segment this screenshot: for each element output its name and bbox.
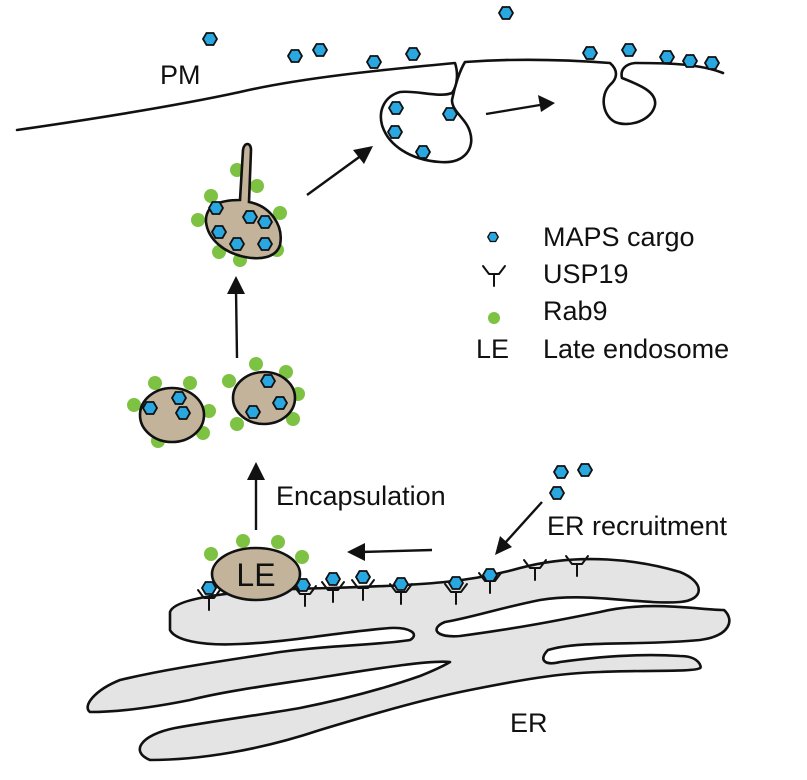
- usp19-y-icon: [482, 265, 506, 287]
- cargo-hexagon-icon: [621, 43, 637, 57]
- rab9-dot-icon: [236, 534, 250, 548]
- late-endosome: LE: [204, 534, 309, 602]
- cargo-hexagon-icon: [175, 406, 191, 420]
- rab9-dot-icon: [204, 547, 218, 561]
- le-text-icon: LE: [476, 334, 509, 364]
- rab9-dot-icon: [183, 376, 197, 390]
- rab9-dot-icon: [279, 365, 293, 379]
- legend-label: MAPS cargo: [543, 222, 695, 252]
- cargo-hexagon-icon: [260, 374, 276, 388]
- pm-cargo: [202, 6, 720, 159]
- flow-arrows: [227, 95, 555, 561]
- legend-item-maps-cargo: MAPS cargo: [487, 222, 695, 252]
- cargo-hexagon-icon: [211, 225, 227, 239]
- rab9-dot-icon: [250, 179, 264, 193]
- legend-item-late-endosome: LE Late endosome: [476, 334, 729, 364]
- rab9-dot-icon: [271, 535, 285, 549]
- cargo-hexagon-icon: [142, 401, 158, 415]
- cargo-hexagon-icon: [202, 32, 218, 46]
- cargo-hexagon-icon: [704, 56, 720, 70]
- cargo-hexagon-icon: [387, 125, 403, 139]
- free-cargo: [549, 463, 593, 500]
- cargo-hexagon-icon: [448, 576, 464, 590]
- cargo-hexagon-icon: [487, 231, 499, 243]
- cargo-hexagon-icon: [659, 50, 675, 64]
- legend-item-usp19: USP19: [482, 259, 629, 289]
- cargo-hexagon-icon: [442, 107, 458, 121]
- cargo-hexagon-icon: [388, 101, 404, 115]
- cargo-hexagon-icon: [229, 237, 245, 251]
- legend-label: Rab9: [543, 296, 608, 326]
- legend: MAPS cargo USP19 Rab9 LE Late endosome: [476, 222, 729, 364]
- cargo-hexagon-icon: [287, 49, 303, 63]
- cargo-hexagon-icon: [577, 463, 593, 477]
- cargo-hexagon-icon: [405, 47, 421, 61]
- cargo-hexagon-icon: [171, 391, 187, 405]
- cargo-hexagon-icon: [257, 215, 273, 229]
- rab9-dot-icon: [488, 312, 500, 324]
- cargo-hexagon-icon: [257, 237, 273, 251]
- cargo-hexagon-icon: [245, 405, 261, 419]
- cargo-hexagon-icon: [272, 396, 288, 410]
- rab9-dot-icon: [202, 404, 216, 418]
- encapsulation-label: Encapsulation: [276, 481, 446, 511]
- rab9-dot-icon: [286, 412, 300, 426]
- cargo-hexagon-icon: [415, 145, 431, 159]
- arrow-encapsulation: [247, 462, 265, 530]
- rab9-dot-icon: [191, 213, 205, 227]
- vesicle-left: [127, 376, 216, 448]
- rab9-dot-icon: [249, 357, 263, 371]
- arrow-to-pm: [306, 146, 373, 196]
- legend-label: Late endosome: [543, 334, 729, 364]
- er-label: ER: [510, 708, 548, 738]
- vesicle-tubulated: [191, 142, 287, 267]
- pm-line: [15, 58, 725, 164]
- arrow-to-le: [347, 543, 433, 561]
- cargo-hexagon-icon: [242, 210, 258, 224]
- cargo-hexagon-icon: [553, 465, 569, 479]
- rab9-dot-icon: [204, 189, 218, 203]
- pm-label: PM: [160, 60, 201, 90]
- cargo-hexagon-icon: [682, 54, 698, 68]
- rab9-dot-icon: [230, 417, 244, 431]
- vesicle-right: [222, 357, 305, 431]
- vesicle-body: [138, 386, 206, 444]
- er-recruitment-label: ER recruitment: [547, 511, 728, 541]
- arrow-release: [485, 95, 555, 116]
- cargo-hexagon-icon: [549, 486, 565, 500]
- arrow-er-recruitment: [495, 501, 543, 555]
- cargo-hexagon-icon: [393, 577, 409, 591]
- rab9-dot-icon: [148, 376, 162, 390]
- cargo-hexagon-icon: [325, 572, 341, 586]
- cargo-hexagon-icon: [582, 46, 598, 60]
- cargo-hexagon-icon: [482, 568, 498, 582]
- er-sheet-top: [86, 557, 731, 762]
- cargo-hexagon-icon: [498, 6, 514, 20]
- arrow-maturation: [227, 276, 245, 359]
- rab9-dot-icon: [273, 206, 287, 220]
- rab9-dot-icon: [222, 374, 236, 388]
- rab9-dot-icon: [127, 398, 141, 412]
- rab9-dot-icon: [295, 550, 309, 564]
- late-endosome-label: LE: [236, 557, 275, 593]
- legend-label: USP19: [543, 259, 629, 289]
- legend-item-rab9: Rab9: [488, 296, 608, 326]
- plasma-membrane: [15, 58, 725, 164]
- cargo-hexagon-icon: [355, 570, 371, 584]
- cargo-hexagon-icon: [312, 43, 328, 57]
- late-endosome-body: [210, 546, 302, 602]
- cargo-hexagon-icon: [366, 55, 382, 69]
- endoplasmic-reticulum: [86, 557, 731, 762]
- cargo-hexagon-icon: [208, 201, 224, 215]
